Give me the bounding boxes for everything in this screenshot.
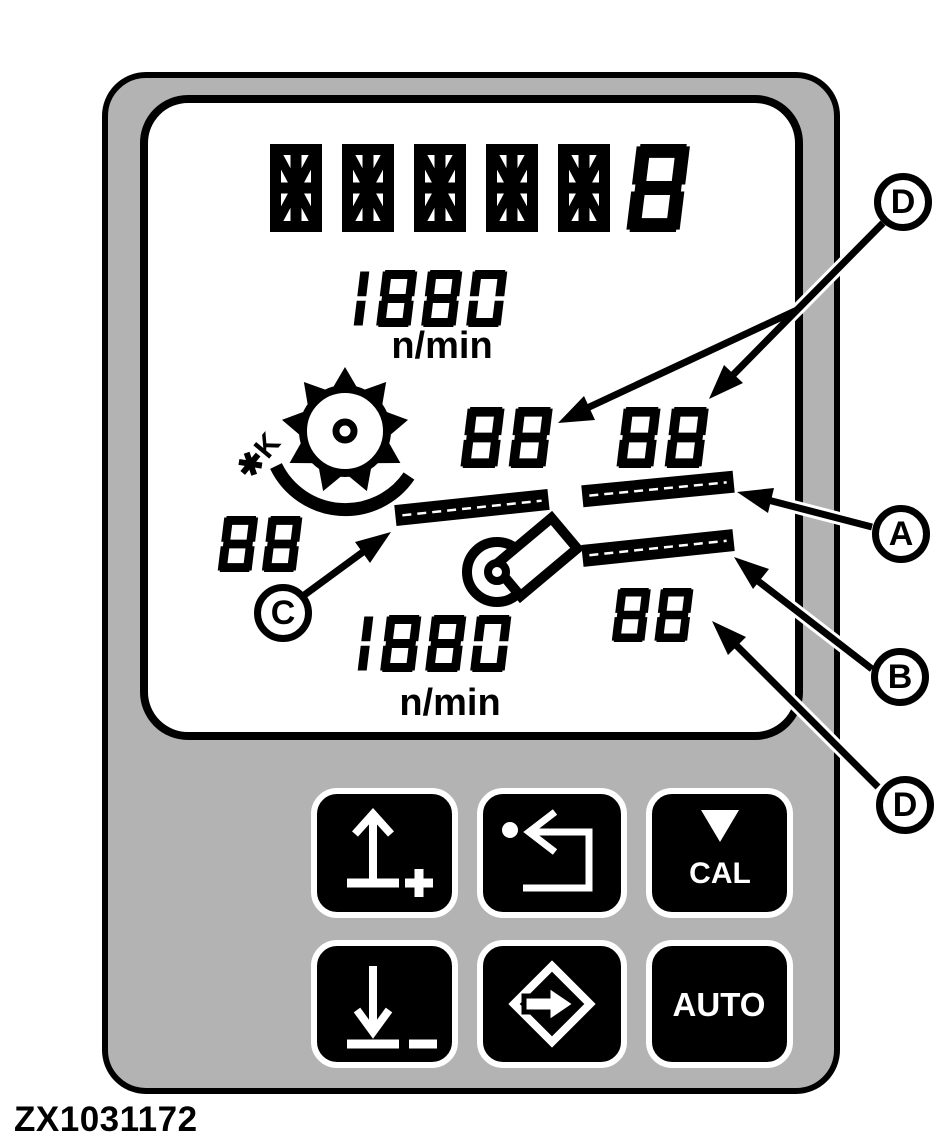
- cal-button[interactable]: CAL: [646, 788, 793, 918]
- enter-arrow-diamond-icon: [508, 960, 596, 1048]
- callout-d-bottom: D: [876, 776, 934, 834]
- callout-b-label: B: [887, 657, 913, 696]
- callout-b: B: [871, 648, 929, 706]
- down-triangle-icon: CAL: [689, 810, 751, 890]
- return-arrow-icon: [502, 809, 593, 892]
- callout-a-label: A: [888, 514, 914, 553]
- bottom-rpm-unit-label: n/min: [399, 682, 501, 724]
- lower-minus-button[interactable]: [311, 940, 458, 1068]
- callout-d-top-label: D: [890, 182, 916, 221]
- counter-mid-left: [217, 516, 303, 573]
- up-arrow-plus-icon: [347, 808, 433, 897]
- auto-button-face: AUTO: [673, 986, 766, 1023]
- bottom-rpm-display: [357, 615, 512, 672]
- top-rpm-display: [353, 270, 508, 327]
- counter-bottom-right: [611, 588, 694, 643]
- callout-lines: [300, 220, 886, 790]
- bar-gauge-c: [394, 489, 550, 526]
- callout-a: A: [872, 505, 930, 563]
- top-rpm-unit-label: n/min: [391, 325, 493, 367]
- callout-c: C: [254, 584, 312, 642]
- figure-code: ZX1031172: [14, 1100, 198, 1139]
- bar-gauge-a: [581, 470, 735, 508]
- callout-c-label: C: [270, 593, 296, 632]
- down-arrow-minus-icon: [347, 966, 437, 1049]
- callout-d-top: D: [874, 173, 932, 231]
- bar-gauge-b: [581, 529, 735, 567]
- counter-top-left: [460, 407, 553, 468]
- raise-plus-button[interactable]: [311, 788, 458, 918]
- alphanumeric-display: [270, 144, 690, 232]
- return-button[interactable]: [477, 788, 627, 918]
- enter-button[interactable]: [477, 940, 627, 1068]
- cal-label: CAL: [689, 857, 751, 890]
- blower-fan-icon: [462, 510, 585, 607]
- callout-arrowheads: [355, 365, 774, 655]
- auto-label: AUTO: [673, 986, 766, 1023]
- auto-button[interactable]: AUTO: [646, 940, 793, 1068]
- callout-line-casings: [582, 218, 888, 792]
- counter-top-right: [616, 407, 709, 468]
- chopper-drum-gear-icon: [270, 367, 415, 517]
- callout-d-bottom-label: D: [892, 785, 918, 824]
